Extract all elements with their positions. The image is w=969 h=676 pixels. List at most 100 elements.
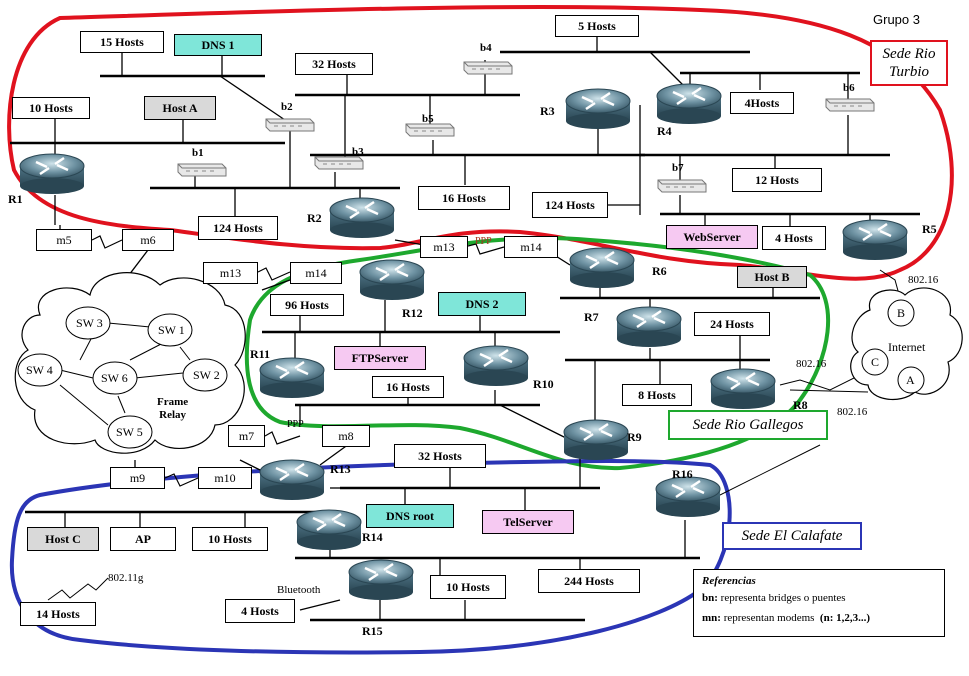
router-label-r2: R2 [307, 211, 322, 225]
host-label-8: 8 Hosts [622, 384, 692, 406]
router-label-r16: R16 [672, 467, 693, 481]
switch-sw2: SW 2 [193, 368, 220, 382]
ppp-label-1: PPP [475, 236, 492, 247]
router-label-r11: R11 [250, 347, 271, 361]
references-bn-text: representa bridges o puentes [720, 592, 846, 604]
switch-sw6: SW 6 [101, 371, 128, 385]
ppp-label-2: PPP [287, 419, 304, 430]
router-label-r8: R8 [793, 398, 808, 412]
switches [17, 306, 228, 449]
host-label-96: 96 Hosts [270, 294, 344, 316]
web-server: WebServer [666, 225, 758, 249]
dns1-server: DNS 1 [174, 34, 262, 56]
wifi-label: 802.11g [108, 572, 144, 584]
switch-sw3: SW 3 [76, 316, 103, 330]
router-label-r7: R7 [584, 310, 599, 324]
bus-lines [10, 50, 920, 622]
router-label-r1: R1 [8, 192, 23, 206]
sede-rio-turbio-label: Sede Rio Turbio [870, 40, 948, 86]
router-label-r12: R12 [402, 306, 423, 320]
host-label-32a: 32 Hosts [295, 53, 373, 75]
wimax-label-2: 802.16 [796, 358, 827, 370]
frame-relay-links [59, 322, 191, 426]
bridge-label-b4: b4 [480, 42, 492, 54]
modem-m7: m7 [228, 425, 265, 447]
host-label-4a: 4Hosts [730, 92, 794, 114]
sede-rio-gallegos-label: Sede Rio Gallegos [668, 410, 828, 440]
router-label-r9: R9 [627, 430, 642, 444]
host-label-4c: 4 Hosts [225, 599, 295, 623]
dns-root-server: DNS root [366, 504, 454, 528]
group-title: Grupo 3 [873, 12, 920, 27]
host-label-10b: 10 Hosts [192, 527, 268, 551]
references-box: Referencias bn: representa bridges o pue… [693, 569, 945, 637]
router-label-r4: R4 [657, 124, 672, 138]
internet-label: Internet [888, 340, 926, 354]
router-label-r6: R6 [652, 264, 667, 278]
references-mn-note: (n: 1,2,3...) [819, 612, 871, 624]
modem-m14-b: m14 [290, 262, 342, 284]
modem-m8: m8 [322, 425, 370, 447]
modem-m13-a: m13 [420, 236, 468, 258]
tel-server: TelServer [482, 510, 574, 534]
wimax-label-3: 802.16 [837, 406, 868, 418]
host-label-10a: 10 Hosts [12, 97, 90, 119]
host-label-16a: 16 Hosts [418, 186, 510, 210]
host-label-24: 24 Hosts [694, 312, 770, 336]
bridge-label-b1: b1 [192, 147, 204, 159]
references-bn-key: bn: [702, 592, 718, 604]
switch-sw5: SW 5 [116, 425, 143, 439]
bridge-label-b5: b5 [422, 113, 434, 125]
host-label-32b: 32 Hosts [394, 444, 486, 468]
internet-nodes [861, 299, 925, 394]
wimax-label-1: 802.16 [908, 274, 939, 286]
host-b: Host B [737, 266, 807, 288]
host-c: Host C [27, 527, 99, 551]
modem-m5: m5 [36, 229, 92, 251]
host-label-16b: 16 Hosts [372, 376, 444, 398]
bridge-label-b6: b6 [843, 82, 855, 94]
host-label-4b: 4 Hosts [762, 226, 826, 250]
router-label-r13: R13 [330, 462, 351, 476]
dns2-server: DNS 2 [438, 292, 526, 316]
host-label-12: 12 Hosts [732, 168, 822, 192]
references-mn-key: mn: [702, 612, 721, 624]
host-label-15: 15 Hosts [80, 31, 164, 53]
references-title: Referencias [702, 575, 756, 587]
rio-turbio-outline [7, 5, 954, 281]
router-label-r15: R15 [362, 624, 383, 638]
bridge-label-b7: b7 [672, 162, 684, 174]
internet-node-a: A [906, 373, 915, 387]
router-label-r14: R14 [362, 530, 383, 544]
host-a: Host A [144, 96, 216, 120]
internet-node-b: B [897, 306, 906, 320]
switch-sw1: SW 1 [158, 323, 185, 337]
links [54, 35, 871, 620]
host-label-124a: 124 Hosts [532, 192, 608, 218]
access-point: AP [110, 527, 176, 551]
host-label-244: 244 Hosts [538, 569, 640, 593]
internet-node-c: C [871, 355, 880, 369]
modem-links [91, 235, 505, 487]
ftp-server: FTPServer [334, 346, 426, 370]
frame-relay-label: Frame Relay [157, 396, 189, 421]
modem-m6: m6 [122, 229, 174, 251]
sede-el-calafate-label: Sede El Calafate [722, 522, 862, 550]
router-label-r3: R3 [540, 104, 555, 118]
bluetooth-label: Bluetooth [277, 584, 321, 596]
modem-m14-a: m14 [504, 236, 558, 258]
host-label-10c: 10 Hosts [430, 575, 506, 599]
modem-m13-b: m13 [203, 262, 258, 284]
bridge-label-b2: b2 [281, 101, 293, 113]
router-label-r10: R10 [533, 377, 554, 391]
bridge-label-b3: b3 [352, 146, 364, 158]
switch-sw4: SW 4 [26, 363, 53, 377]
host-label-14: 14 Hosts [20, 602, 96, 626]
host-label-124b: 124 Hosts [198, 216, 278, 240]
modem-m9: m9 [110, 467, 165, 489]
modem-m10: m10 [198, 467, 252, 489]
references-mn-text: representan modems [723, 612, 815, 624]
router-label-r5: R5 [922, 222, 937, 236]
host-label-5: 5 Hosts [555, 15, 639, 37]
